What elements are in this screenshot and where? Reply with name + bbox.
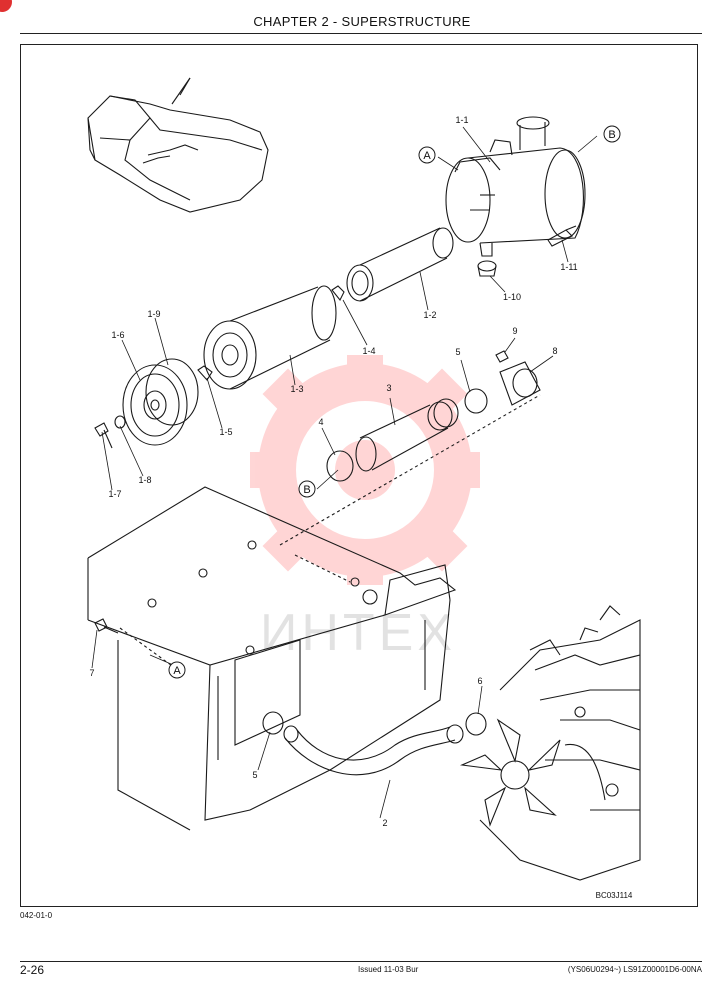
part-label-1-3: 1-3: [290, 384, 303, 394]
part-label-5-bottom: 5: [252, 770, 257, 780]
mounting-plate: [87, 394, 541, 666]
page-title: CHAPTER 2 - SUPERSTRUCTURE: [253, 14, 471, 29]
part-label-3: 3: [386, 383, 391, 393]
inner-filter-element: [346, 227, 454, 302]
serial-info: (YS06U0294~) LS91Z00001D6-00NA: [567, 965, 702, 974]
figure-code: BC03J114: [596, 891, 633, 900]
parts-diagram: ИНТЕХ: [87, 77, 641, 900]
part-label-1-6: 1-6: [111, 330, 124, 340]
part-label-1-5: 1-5: [219, 427, 232, 437]
page-number: 2-26: [20, 963, 45, 977]
figure-frame: [20, 44, 698, 907]
intake-hose: [355, 398, 459, 472]
part-label-8: 8: [552, 346, 557, 356]
part-label-1-10: 1-10: [503, 292, 521, 302]
footer-rule: [20, 961, 702, 962]
part-label-6: 6: [477, 676, 482, 686]
engine-hood: [87, 77, 269, 213]
engine-assembly: [459, 605, 641, 881]
bolt: [94, 618, 119, 634]
callout-a-bottom: A: [173, 665, 181, 677]
callout-b-top: B: [608, 129, 615, 141]
watermark-text: ИНТЕХ: [260, 604, 456, 662]
callout-circle: [168, 125, 621, 679]
lower-air-hose: [283, 724, 464, 776]
header-rule: [20, 33, 702, 34]
outer-filter-element: [203, 285, 337, 390]
part-label-1-11: 1-11: [560, 262, 577, 272]
part-label-7: 7: [89, 668, 94, 678]
support-frame: [117, 554, 451, 831]
callout-b-mid: B: [303, 484, 310, 496]
part-label-4: 4: [318, 417, 323, 427]
elbow-adapter: [495, 350, 541, 406]
part-label-2: 2: [382, 818, 387, 828]
part-label-1-4: 1-4: [362, 346, 375, 356]
part-label-1-2: 1-2: [423, 310, 436, 320]
wing-nut: [197, 285, 345, 381]
restriction-indicator: [547, 225, 577, 247]
corner-badge-icon: [0, 0, 12, 12]
part-label-1-8: 1-8: [138, 475, 151, 485]
watermark-gear-icon: [250, 355, 480, 585]
part-label-1-7: 1-7: [108, 489, 121, 499]
part-label-5-top: 5: [455, 347, 460, 357]
dust-cover: [122, 358, 199, 446]
screw: [94, 415, 126, 449]
figure-reference: 042-01-0: [20, 911, 53, 920]
air-cleaner-housing: [445, 116, 586, 257]
evacuator-valve: [477, 260, 497, 277]
part-label-1-1: 1-1: [455, 115, 468, 125]
part-label-9: 9: [512, 326, 517, 336]
leader-lines: [91, 126, 598, 819]
part-label-1-9: 1-9: [147, 309, 160, 319]
callout-a-top: A: [423, 150, 431, 162]
issue-info: Issued 11-03 Bur: [358, 965, 419, 974]
cooling-fan: [459, 718, 561, 827]
